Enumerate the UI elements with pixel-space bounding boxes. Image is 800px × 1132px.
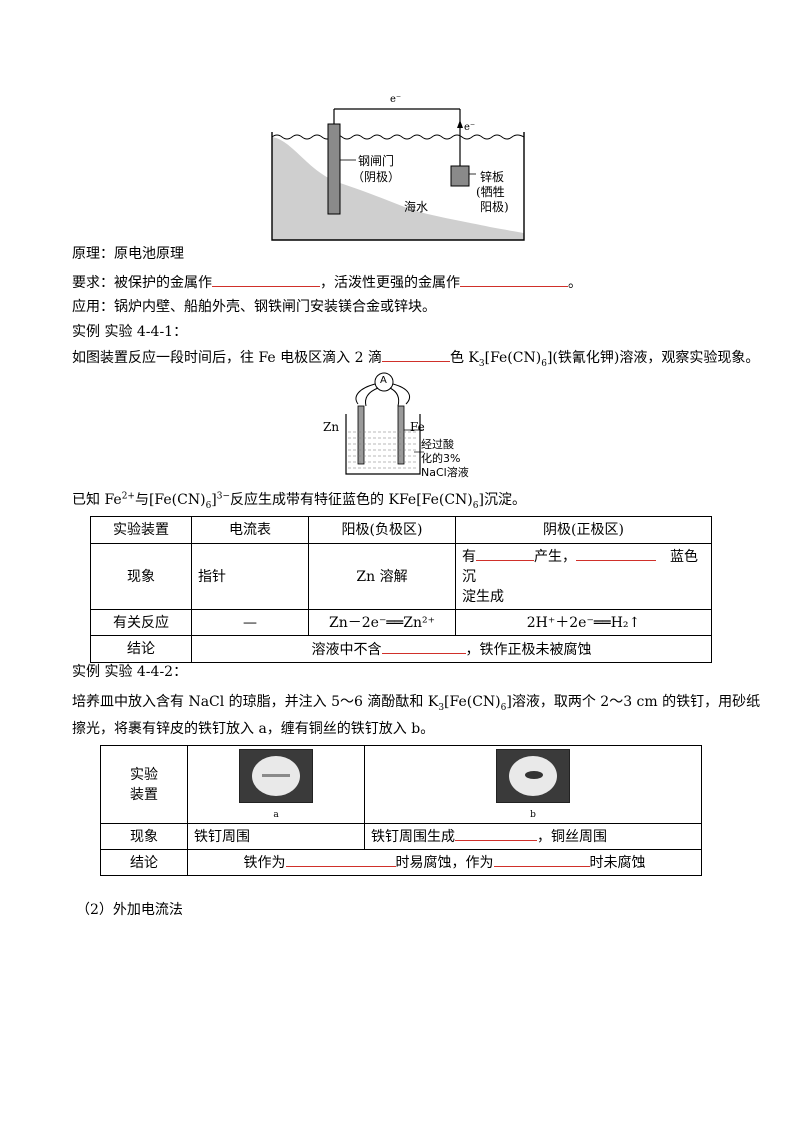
blank-ion[interactable] — [381, 639, 466, 654]
experiment1-table: 实验装置 电流表 阳极(负极区) 阴极(正极区) 现象 指针 Zn 溶解 有产生… — [90, 516, 712, 663]
phenomenon-a: 铁钉周围 — [187, 823, 365, 850]
requirement-line: 要求：被保护的金属作，活泼性更强的金属作。 — [72, 272, 582, 293]
row-label-reaction: 有关反应 — [90, 609, 192, 636]
blank-electrode-corroded[interactable] — [285, 852, 396, 867]
petri-dish-a-image — [239, 748, 313, 803]
anode-phenomenon: Zn 溶解 — [308, 543, 456, 610]
petri-dish-b-image — [496, 748, 570, 803]
blank-precipitate[interactable] — [576, 546, 656, 561]
blank-reagent-color[interactable] — [381, 347, 450, 362]
solution-label-1: 经过酸 — [421, 438, 454, 451]
row-label-phenomenon-2: 现象 — [100, 823, 188, 850]
galvanic-cell-figure — [345, 372, 424, 475]
table-header: 电流表 — [191, 516, 309, 544]
ammeter-label: A — [380, 375, 387, 386]
anode-label: 阳极) — [480, 200, 509, 214]
row-label-conclusion: 结论 — [90, 635, 192, 663]
cathode-reaction: 2H⁺＋2e⁻══H₂↑ — [455, 609, 712, 636]
zn-electrode-label: Zn — [323, 420, 340, 434]
instruction2-line1: 培养皿中放入含有 NaCl 的琼脂，并注入 5～6 滴酚酞和 K3[Fe(CN)… — [72, 694, 761, 713]
anode-reaction: Zn－2e⁻══Zn²⁺ — [308, 609, 456, 636]
cathode-label: （阴极） — [352, 170, 401, 184]
blank-precipitate-b[interactable] — [455, 826, 537, 841]
solution-label-2: 化的3% — [421, 452, 461, 465]
example1-heading: 实例 实验 4-4-1： — [72, 324, 188, 340]
setup-b-label: b — [530, 809, 536, 820]
solution-label-3: NaCl溶液 — [421, 466, 469, 479]
row-label-conclusion-2: 结论 — [100, 849, 188, 876]
table-header: 阳极(负极区) — [308, 516, 456, 544]
cathode-phenomenon: 有产生，蓝色沉淀生成 — [455, 543, 712, 610]
instruction1-line: 如图装置反应一段时间后，往 Fe 电极区滴入 2 滴色 K3[Fe(CN)6](… — [72, 347, 759, 368]
steel-gate-label: 钢闸门 — [358, 154, 395, 168]
section-heading: （2）外加电流法 — [76, 902, 183, 918]
blank-protected-metal[interactable] — [212, 272, 320, 287]
known-line: 已知 Fe2+与[Fe(CN)6]3−反应生成带有特征蓝色的 KFe[Fe(CN… — [72, 491, 526, 511]
application-line: 应用：锅炉内壁、船舶外壳、钢铁闸门安装镁合金或锌块。 — [72, 299, 436, 315]
seawater-label: 海水 — [404, 200, 429, 214]
phenomenon-b: 铁钉周围生成，铜丝周围 — [364, 823, 702, 850]
blank-electrode-protected[interactable] — [493, 852, 590, 867]
blank-active-metal[interactable] — [460, 272, 568, 287]
row-label-setup: 实验装置 — [100, 745, 188, 824]
blank-gas[interactable] — [476, 546, 534, 561]
row-label-phenomenon: 现象 — [90, 543, 192, 610]
conclusion-cell: 溶液中不含，铁作正极未被腐蚀 — [191, 635, 712, 663]
example2-heading: 实例 实验 4-4-2： — [72, 664, 188, 680]
cathodic-protection-figure — [271, 108, 525, 241]
conclusion-cell-2: 铁作为时易腐蚀，作为时未腐蚀 — [187, 849, 702, 876]
zinc-plate-label: 锌板 — [480, 170, 505, 184]
electron-label-top: e⁻ — [390, 94, 402, 105]
fe-electrode-label: Fe — [410, 420, 425, 434]
setup-a-label: a — [273, 809, 279, 820]
table-header: 阴极(正极区) — [455, 516, 712, 544]
electron-label-side: e⁻ — [464, 122, 476, 133]
principle-line: 原理：原电池原理 — [72, 246, 184, 262]
setup-b-cell: b — [364, 745, 702, 824]
sacrificial-label: (牺牲 — [476, 185, 505, 199]
ammeter-reaction: — — [191, 609, 309, 636]
table-header: 实验装置 — [90, 516, 192, 544]
setup-a-cell: a — [187, 745, 365, 824]
experiment2-table: 实验装置 a b 现象 铁钉周围 铁钉周围生成，铜丝周围 结论 铁作为时易腐蚀，… — [100, 745, 702, 876]
ammeter-phenomenon: 指针 — [191, 543, 309, 610]
instruction2-line2: 擦光，将裹有锌皮的铁钉放入 a，缠有铜丝的铁钉放入 b。 — [72, 721, 435, 737]
